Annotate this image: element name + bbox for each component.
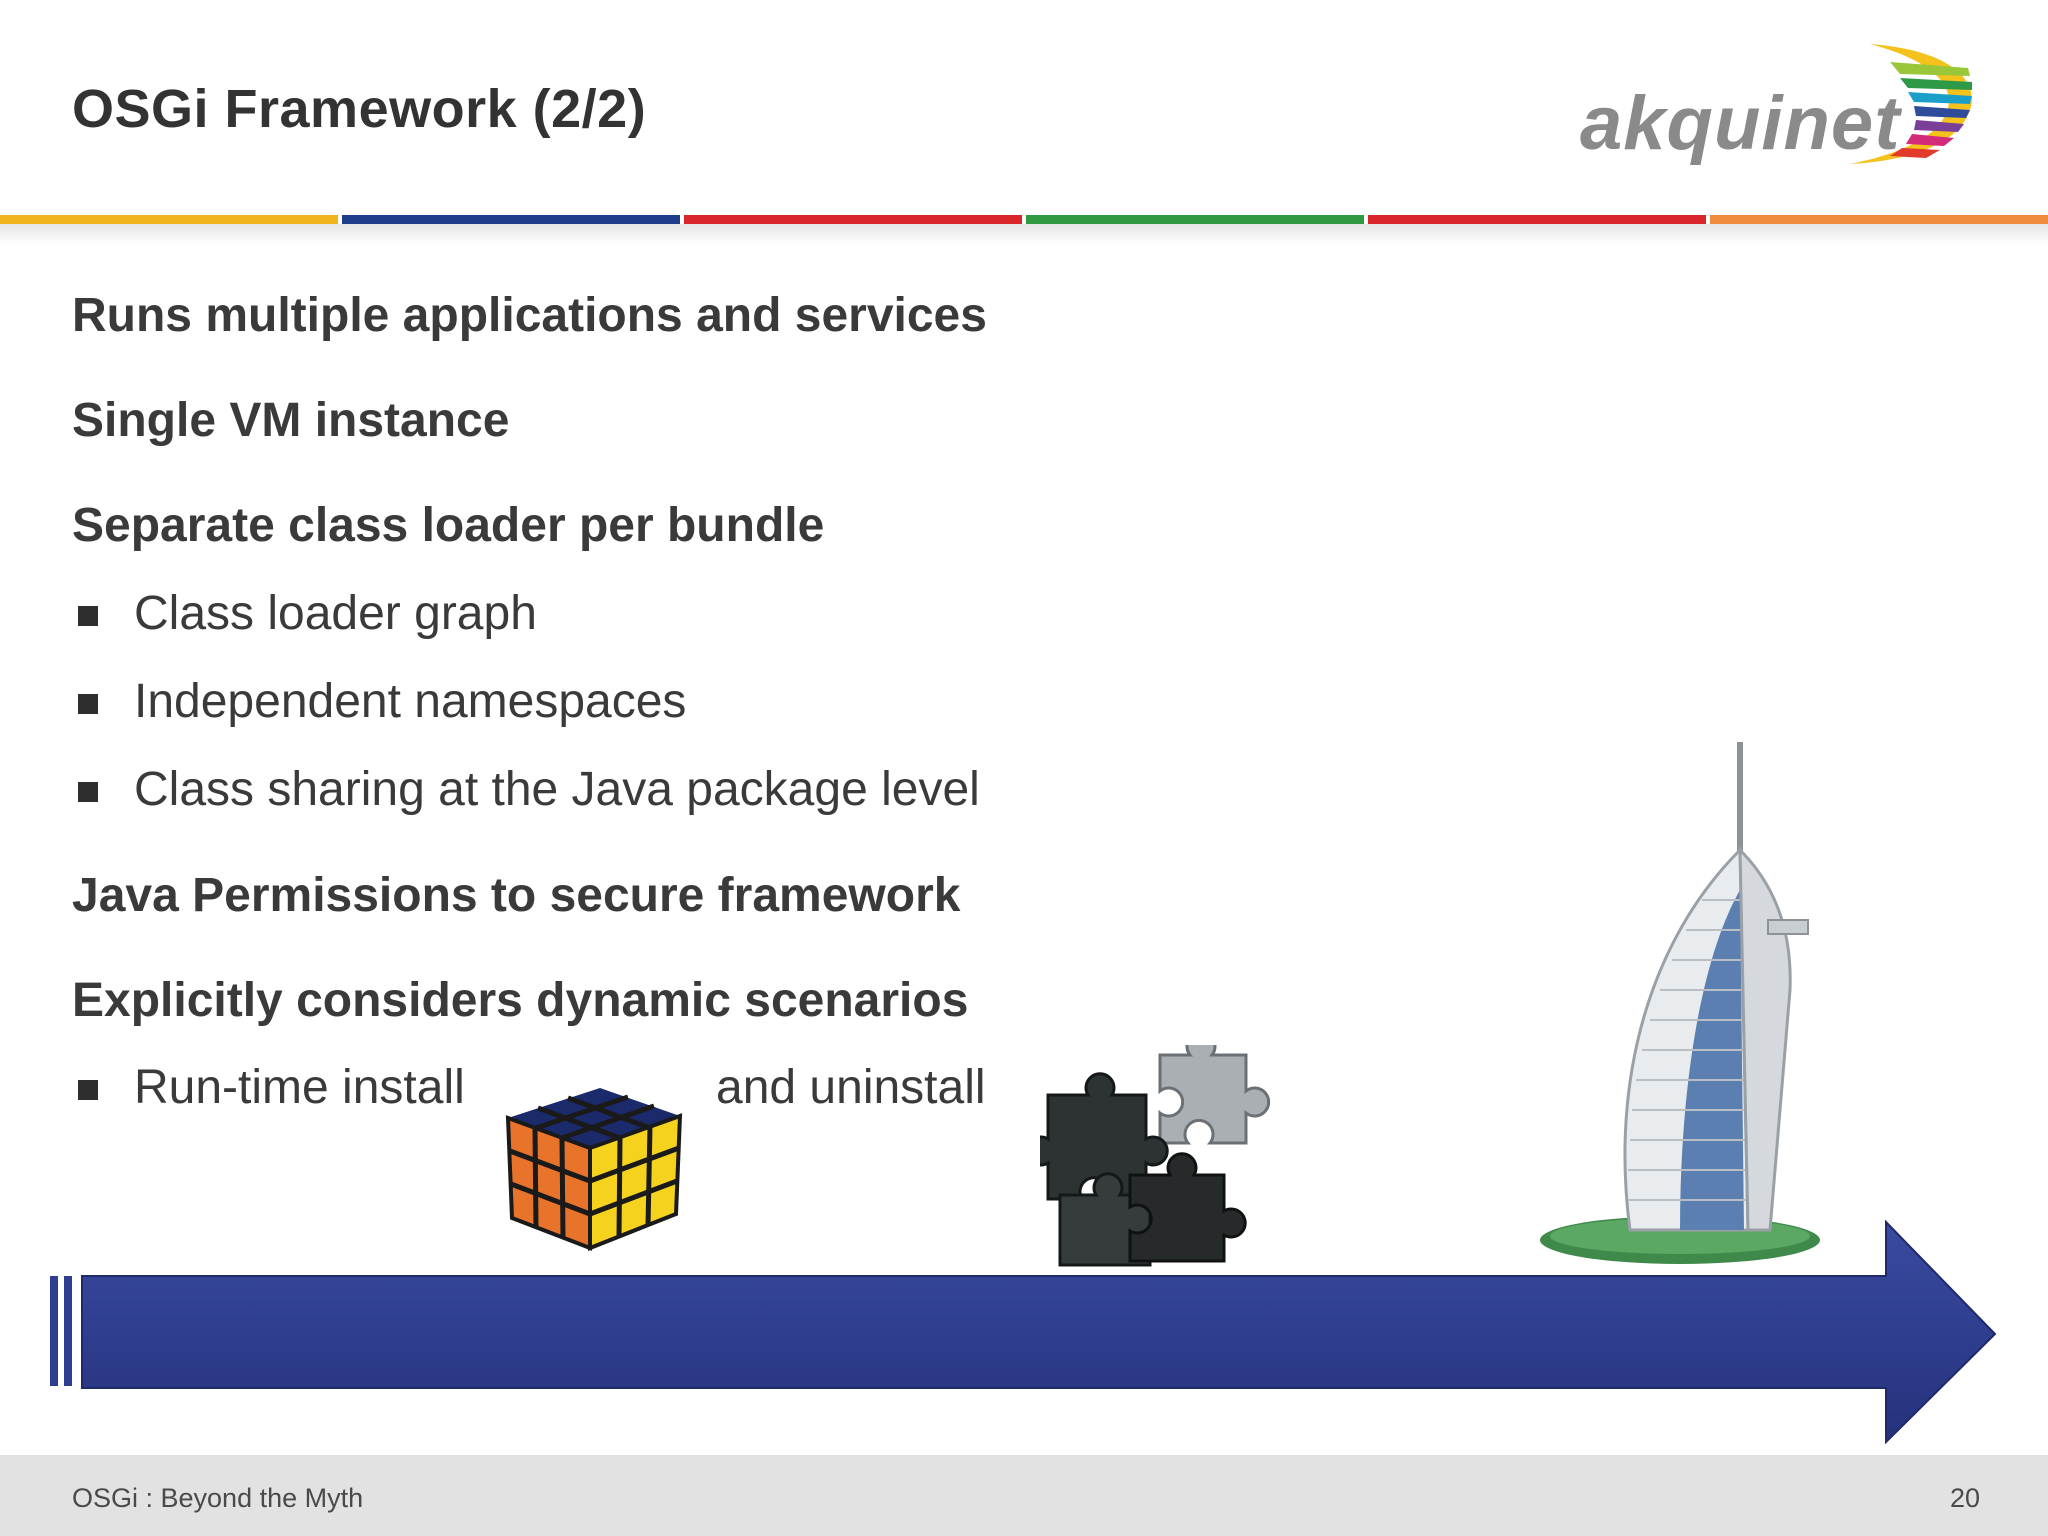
color-stripe	[0, 215, 2048, 224]
bullet-text: Independent namespaces	[134, 675, 687, 728]
bullet-text-continued: and uninstall	[716, 1061, 986, 1114]
heading-runs-multiple: Runs multiple applications and services	[72, 289, 987, 342]
stripe-segment	[1710, 215, 2048, 224]
logo-swoosh-icon	[1850, 44, 1972, 164]
bullet-square-icon	[78, 694, 98, 714]
heading-separate-class-loader: Separate class loader per bundle	[72, 499, 825, 552]
slide-title: OSGi Framework (2/2)	[72, 79, 647, 139]
rubiks-cube-image	[505, 1088, 683, 1251]
timeline-arrow	[50, 1219, 1997, 1445]
stripe-segment	[1026, 215, 1364, 224]
logo-text: akquinet	[1580, 81, 1901, 166]
stripe-segment	[684, 215, 1022, 224]
heading-single-vm: Single VM instance	[72, 394, 510, 447]
heading-java-permissions: Java Permissions to secure framework	[72, 869, 961, 922]
bullet-text: Class sharing at the Java package level	[134, 763, 980, 816]
footer-title: OSGi : Beyond the Myth	[72, 1483, 364, 1513]
stripe-segment	[342, 215, 680, 224]
page-number: 20	[1949, 1483, 1980, 1513]
bullet-square-icon	[78, 782, 98, 802]
bullet-text: Run-time install	[134, 1061, 465, 1114]
burj-al-arab-model-image	[1540, 742, 1820, 1264]
bullet-square-icon	[78, 1080, 98, 1100]
akquinet-logo: akquinet	[1570, 40, 1990, 180]
heading-dynamic-scenarios: Explicitly considers dynamic scenarios	[72, 974, 969, 1027]
stripe-segment	[0, 215, 338, 224]
bullet-square-icon	[78, 606, 98, 626]
stripe-segment	[1368, 215, 1706, 224]
bullet-text: Class loader graph	[134, 587, 537, 640]
puzzle-pieces-image	[1040, 1045, 1271, 1267]
slide-footer: OSGi : Beyond the Myth 20	[0, 1455, 2048, 1536]
stripe-shadow	[0, 224, 2048, 246]
